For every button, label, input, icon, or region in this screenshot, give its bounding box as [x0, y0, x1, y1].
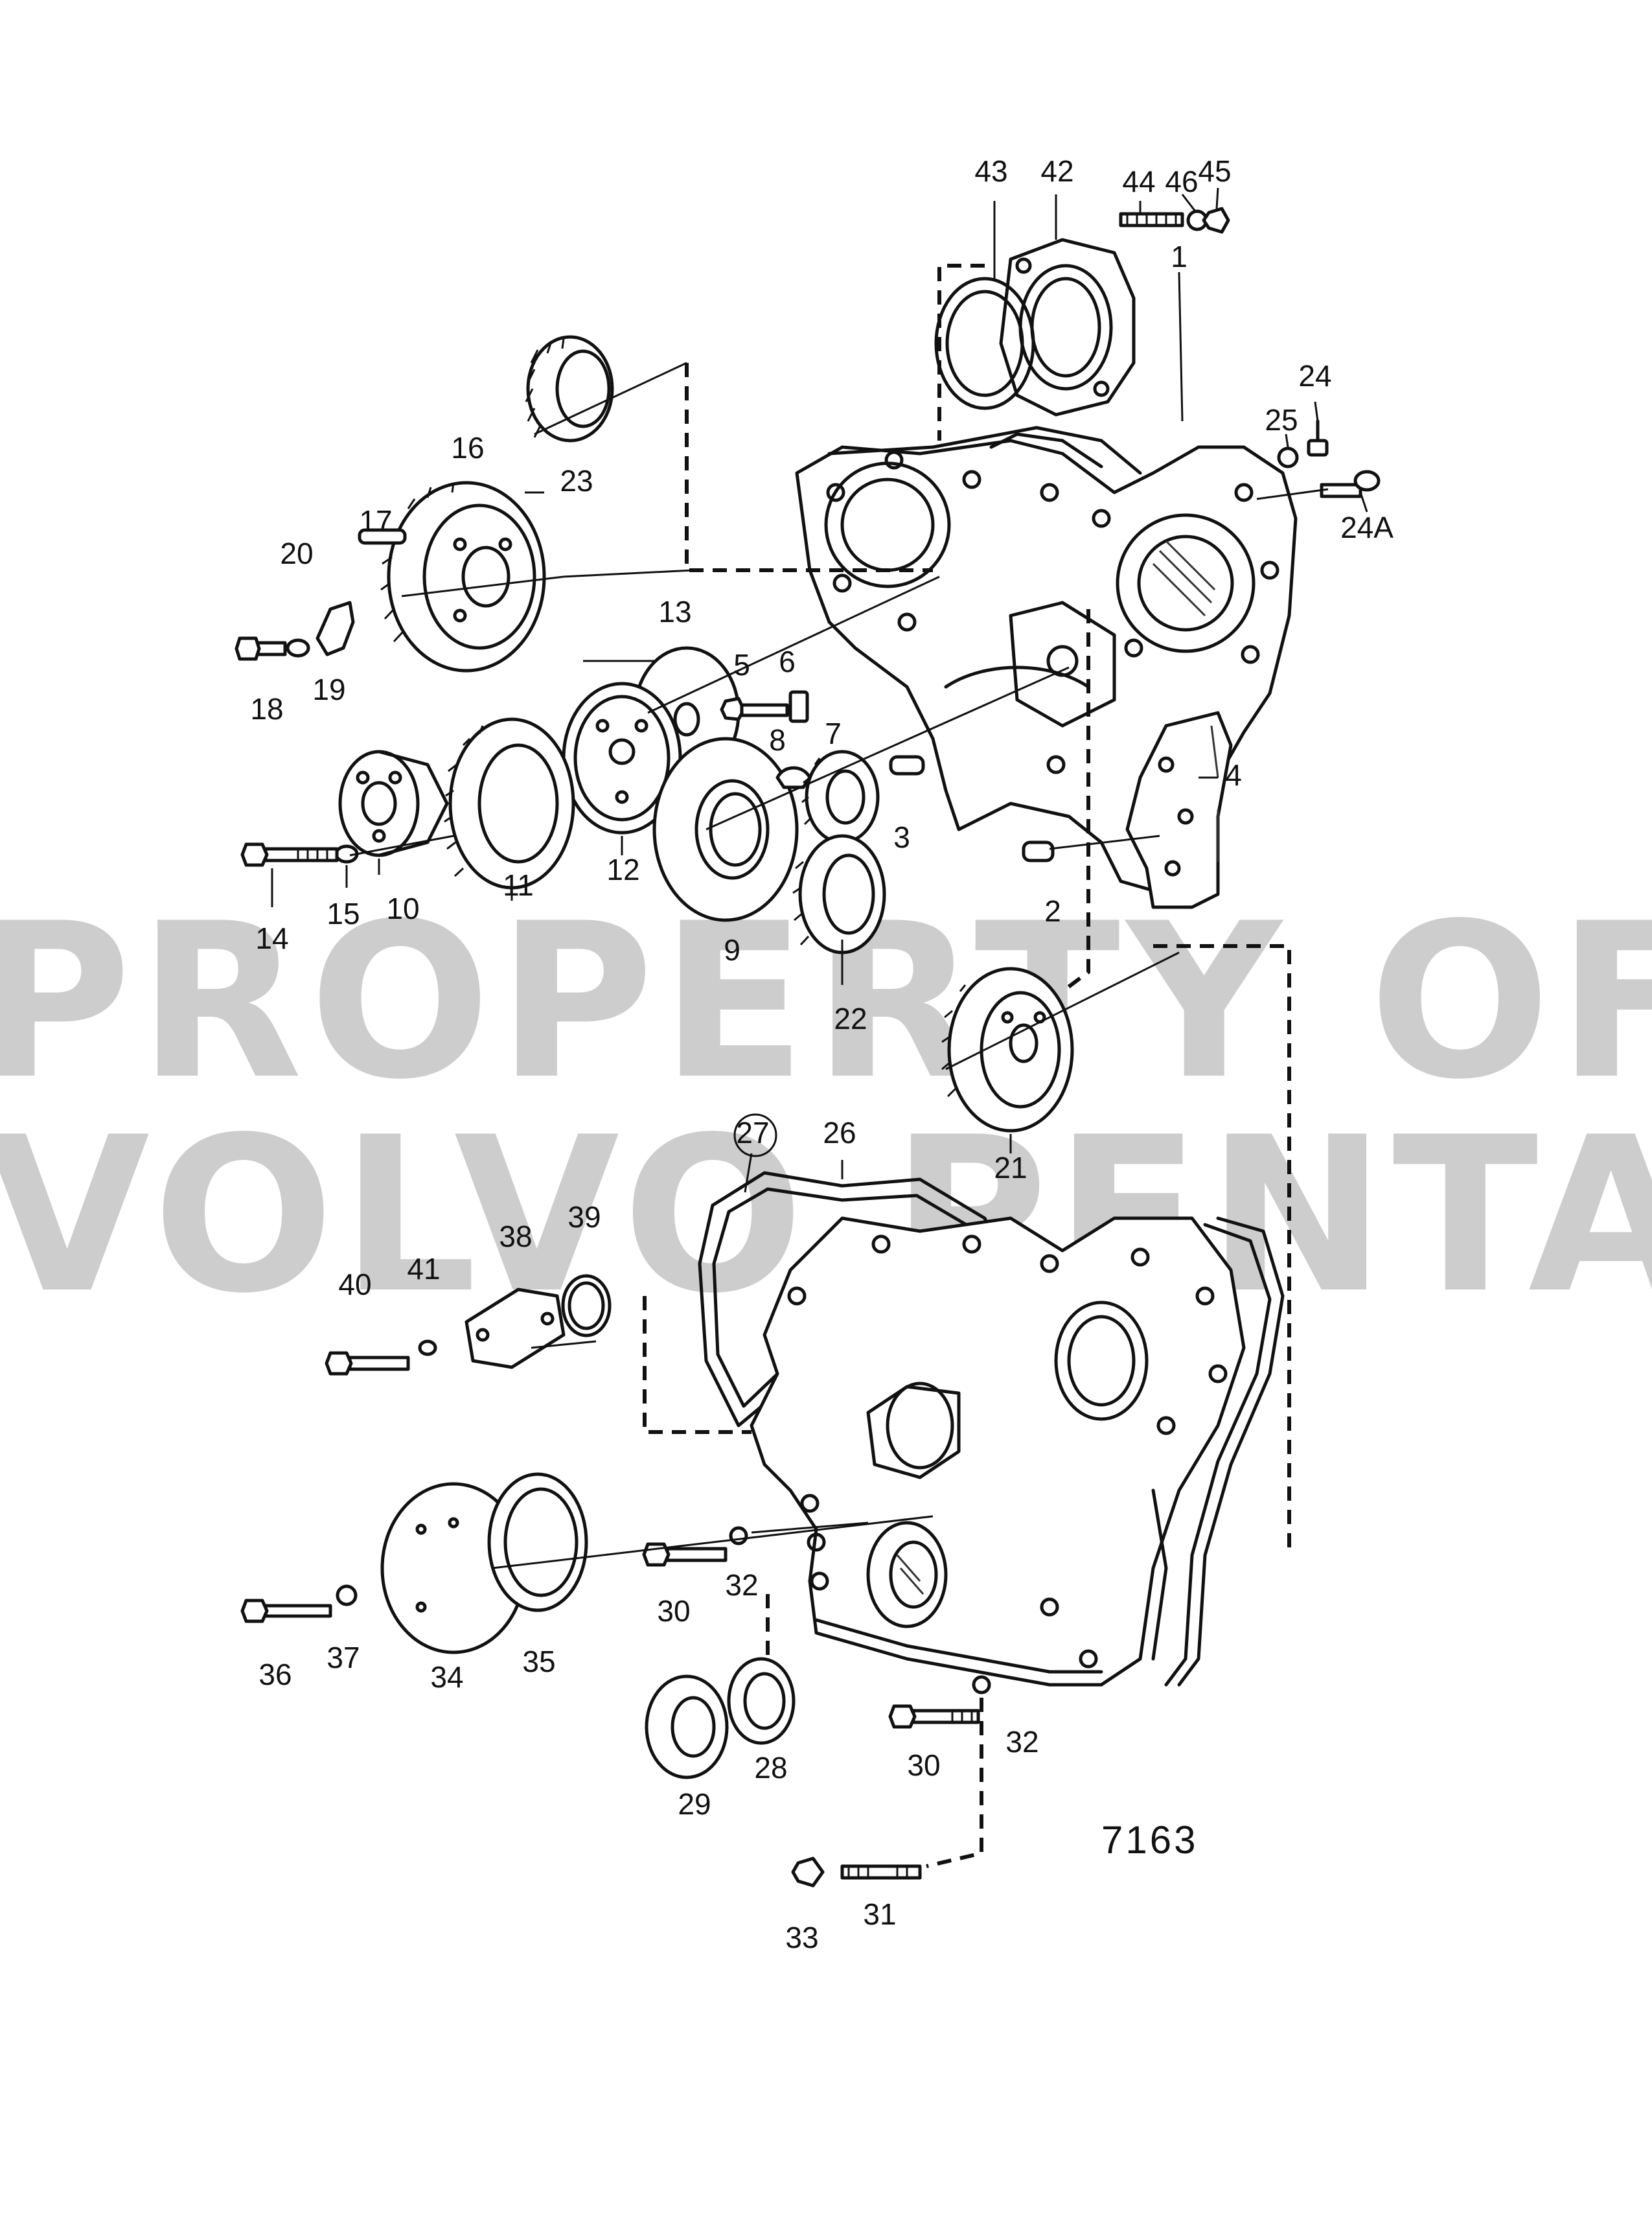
gear-7 [801, 750, 880, 844]
label-6: 6 [779, 645, 796, 678]
label-39: 39 [568, 1200, 601, 1234]
hub-10 [338, 750, 449, 857]
alignment-lines [643, 264, 1291, 1868]
label-26: 26 [823, 1116, 856, 1150]
label-44: 44 [1122, 165, 1155, 198]
bolt-14 [240, 842, 339, 867]
gear-23 [525, 335, 614, 443]
o-ring-39 [561, 1274, 612, 1337]
label-1: 1 [1171, 240, 1187, 273]
cover-gasket [934, 277, 1035, 410]
label-32-upper: 32 [725, 1568, 758, 1602]
label-27: 27 [736, 1116, 769, 1150]
label-20: 20 [280, 537, 313, 570]
pin-17 [358, 528, 407, 545]
label-42: 42 [1040, 154, 1073, 188]
label-24A: 24A [1340, 511, 1394, 544]
label-21: 21 [994, 1151, 1027, 1185]
dowel-3 [889, 755, 925, 776]
lock-plate-19 [315, 601, 355, 656]
leader-lines [271, 187, 1368, 1569]
washer-37 [336, 1584, 358, 1606]
label-16: 16 [451, 431, 484, 465]
dowel-2 [1022, 840, 1055, 862]
label-7: 7 [825, 717, 842, 750]
label-13: 13 [658, 595, 691, 629]
label-30-upper: 30 [657, 1594, 690, 1628]
bolt-36 [240, 1599, 332, 1623]
label-25: 25 [1265, 403, 1298, 437]
washer-41 [418, 1339, 437, 1356]
washer-32-upper [729, 1526, 748, 1545]
washer-32-lower [972, 1675, 991, 1694]
label-10: 10 [386, 892, 419, 925]
label-36: 36 [258, 1658, 292, 1691]
label-37: 37 [327, 1641, 360, 1674]
gear-11 [444, 717, 575, 890]
label-33: 33 [785, 1921, 818, 1954]
label-43: 43 [974, 154, 1007, 188]
side-plate [1125, 711, 1233, 909]
label-4: 4 [1225, 758, 1242, 792]
washer-25 [1277, 446, 1299, 468]
label-27-circle [733, 1113, 777, 1157]
label-40: 40 [338, 1267, 371, 1301]
thrust-washer-9 [652, 737, 799, 922]
sleeve-29 [645, 1674, 729, 1779]
label-23: 23 [560, 464, 593, 498]
label-19: 19 [312, 673, 345, 706]
fitting-24 [1307, 419, 1329, 457]
label-8: 8 [769, 723, 786, 757]
label-15: 15 [327, 897, 360, 931]
label-11: 11 [503, 868, 534, 902]
bolt-5 [720, 697, 789, 721]
bolt-18 [235, 636, 287, 661]
bolt-30-lower [888, 1704, 980, 1729]
label-5: 5 [733, 648, 750, 682]
label-28: 28 [754, 1751, 787, 1785]
gear-16 [380, 481, 546, 673]
label-22: 22 [834, 1002, 867, 1035]
bolt-30-upper [642, 1542, 728, 1567]
label-12: 12 [606, 853, 639, 886]
label-35: 35 [522, 1645, 555, 1678]
cover-side-gasket [1164, 1216, 1285, 1687]
label-31: 31 [863, 1897, 896, 1931]
seal-28 [727, 1657, 796, 1745]
lock-6 [788, 690, 809, 723]
bolt-40 [325, 1351, 410, 1376]
label-3: 3 [893, 820, 910, 854]
label-34: 34 [430, 1660, 463, 1694]
label-9: 9 [724, 933, 740, 967]
drawing-number: 7163 [1101, 1818, 1198, 1862]
fitting-24A [1320, 470, 1381, 498]
label-2: 2 [1044, 894, 1061, 928]
part-labels: 1 2 3 4 5 6 7 8 9 10 11 12 13 14 15 16 1… [250, 154, 1394, 1954]
label-29: 29 [678, 1787, 711, 1821]
label-14: 14 [255, 921, 288, 955]
nut-45 [1202, 207, 1230, 234]
timing-cover [750, 1216, 1246, 1687]
label-17: 17 [359, 504, 392, 538]
washer-20 [286, 638, 310, 658]
label-24: 24 [1298, 359, 1331, 393]
stud-31 [840, 1864, 922, 1880]
label-38: 38 [499, 1220, 532, 1253]
label-18: 18 [250, 692, 283, 726]
gear-21 [941, 967, 1074, 1133]
label-46: 46 [1165, 165, 1198, 198]
nut-33 [791, 1856, 825, 1888]
seal-35 [487, 1472, 588, 1612]
label-30-lower: 30 [907, 1748, 940, 1782]
label-45: 45 [1198, 154, 1231, 188]
label-41: 41 [407, 1252, 440, 1286]
label-32-lower: 32 [1005, 1725, 1038, 1759]
stud-44 [1119, 212, 1184, 227]
